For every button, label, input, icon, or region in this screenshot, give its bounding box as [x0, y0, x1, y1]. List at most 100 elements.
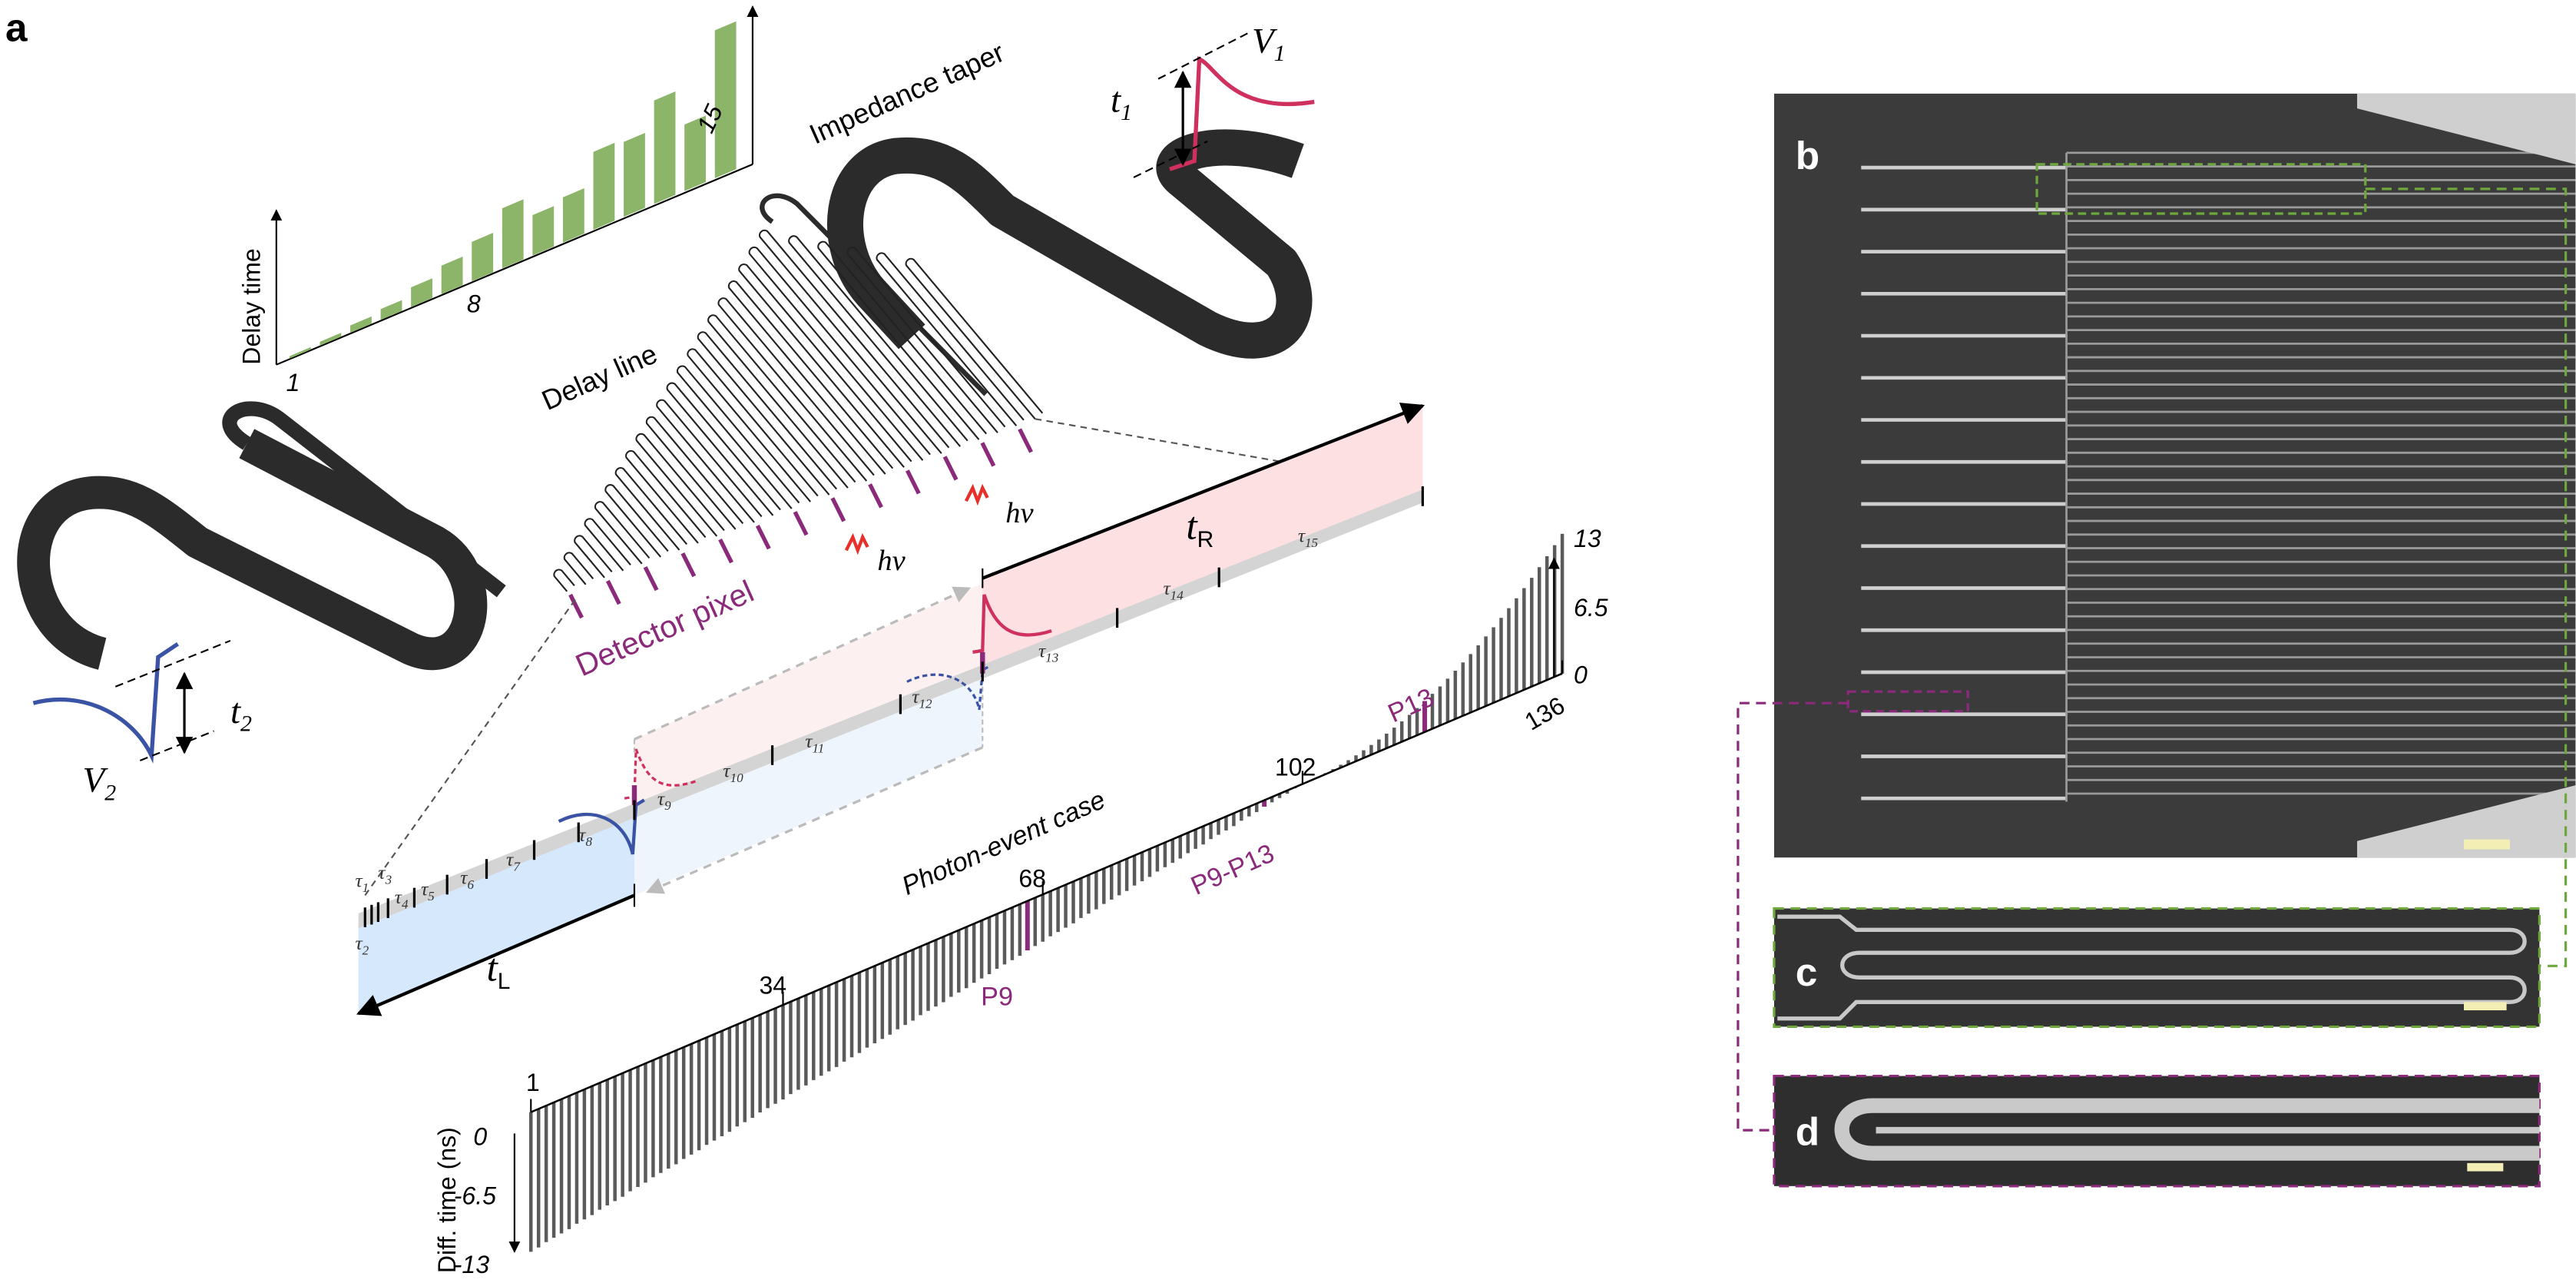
delay-bar: [350, 316, 372, 333]
panel-label-b: b: [1796, 134, 1819, 177]
tau-label-6: τ6: [460, 866, 474, 891]
delay-chart-baseline: [276, 163, 753, 366]
v2-label: V2: [82, 761, 116, 806]
delay-bar: [593, 142, 615, 230]
diff-baseline: [530, 672, 1563, 1113]
photon-icon: [844, 532, 869, 555]
tau-label-4: τ4: [395, 886, 409, 911]
right-region-faint: [634, 583, 983, 814]
v1-label: V1: [1252, 21, 1286, 66]
delay-line-hairpin: [846, 246, 1006, 433]
detector-pixel: [1018, 428, 1033, 453]
right-taper-thin: [760, 193, 988, 396]
delay-line-hairpin: [635, 433, 725, 537]
detector-pixel-label: Detector pixel: [570, 573, 759, 683]
delay-line-hairpin: [697, 331, 838, 496]
delay-bar: [532, 206, 555, 256]
delay-bar: [289, 346, 311, 359]
photon-event-case-label: Photon-event case: [898, 785, 1110, 901]
left-region-tL: [358, 813, 634, 1014]
delay-line-hairpin: [758, 229, 950, 454]
right-taper-meander: [826, 129, 1313, 359]
diff-right-tick-0: 0: [1574, 661, 1588, 689]
delay-bar: [441, 256, 463, 294]
delay-bar: [380, 300, 402, 320]
delay-line-hairpin: [614, 466, 687, 551]
left-taper-meander: [17, 429, 488, 671]
zoom-box-c: [2035, 163, 2367, 215]
sem-panel-d: d: [1773, 1074, 2541, 1188]
tau-label-12: τ12: [912, 685, 932, 711]
delay-line-hairpin: [584, 518, 631, 572]
delay-bars: [289, 21, 737, 359]
tau-label-11: τ11: [805, 730, 824, 755]
diff-x-tick-1: 1: [526, 1069, 540, 1096]
delay-line-hairpin: [676, 365, 800, 509]
zoom-box-d: [1846, 690, 1969, 713]
delay-line-hairpin: [656, 399, 763, 523]
right-region-tR: [982, 406, 1423, 671]
left-taper-loop: [222, 401, 506, 598]
delay-tick-8: 8: [467, 290, 481, 317]
tau-label-1: τ1: [355, 870, 369, 895]
detector-pixel: [942, 456, 959, 481]
delay-bar: [411, 278, 432, 307]
diff-chart-ylabel: Diff. time (ns): [433, 1127, 461, 1273]
delay-line-hairpin: [788, 235, 968, 447]
delay-line-hairpin: [876, 252, 1025, 426]
delay-bar: [654, 91, 676, 204]
diff-right-tick-mid: 6.5: [1574, 594, 1608, 622]
sem-panel-b: b: [1773, 93, 2576, 858]
delay-line-hairpin: [553, 569, 575, 592]
tL-label: tL: [487, 947, 511, 995]
diff-bars: [529, 533, 1564, 1252]
diff-x-tick-136: 136: [1520, 691, 1569, 736]
t1-label: t1: [1111, 80, 1132, 125]
delay-bar: [714, 21, 737, 178]
scale-bar: [2464, 839, 2510, 850]
detector-pixel: [830, 497, 846, 522]
tau-label-9: τ9: [657, 787, 671, 813]
detector-pixel: [980, 442, 996, 467]
panel-label-a: a: [5, 5, 28, 49]
annotation-p9-p13: P9-P13: [1187, 839, 1279, 901]
delay-bar: [684, 115, 706, 191]
delay-line-hairpin: [738, 263, 912, 468]
tau-ticks: [363, 486, 1424, 927]
pulse-v2: [32, 639, 231, 764]
delay-line-hairpin: [604, 484, 669, 558]
delay-chart-ylabel: Delay time: [237, 248, 265, 364]
delay-line-hairpin: [563, 552, 594, 585]
delay-line-label: Delay line: [537, 338, 661, 416]
delay-line-hairpin: [817, 240, 988, 440]
delay-line-hairpin: [687, 348, 819, 502]
tau-label-10: τ10: [723, 759, 743, 784]
connector-c: [2365, 187, 2568, 967]
delay-line-hairpin: [905, 257, 1044, 419]
delay-tick-1: 1: [286, 369, 300, 396]
blue-pulse: [558, 798, 645, 855]
delay-line-hairpin: [625, 449, 707, 544]
delay-line-hairpin: [666, 382, 781, 516]
tau-label-3: τ3: [378, 861, 392, 887]
detector-pixel: [643, 565, 659, 592]
tR-label: tR: [1186, 504, 1214, 552]
tau-label-8: τ8: [578, 824, 592, 849]
photon-label-1: hν: [877, 545, 906, 577]
diff-time-chart: 0 -6.5 -13 13 6.5 0 Diff. time (ns) 1 34…: [433, 525, 1608, 1278]
tau-label-2: τ2: [355, 932, 369, 957]
diff-left-tick-0: 0: [473, 1122, 487, 1150]
detector-pixel: [868, 483, 883, 509]
detector-pixel: [905, 469, 921, 495]
tau-label-15: τ15: [1298, 525, 1319, 550]
t2-label: t2: [230, 691, 252, 737]
dashed-arrow: [646, 746, 983, 894]
connector-d: [1737, 701, 1849, 1132]
delay-bar: [502, 199, 524, 269]
delay-line-hairpin: [727, 280, 894, 475]
impedance-taper-label: Impedance taper: [805, 36, 1009, 150]
detector-pixel: [755, 525, 771, 550]
tau-strip: [358, 489, 1423, 929]
